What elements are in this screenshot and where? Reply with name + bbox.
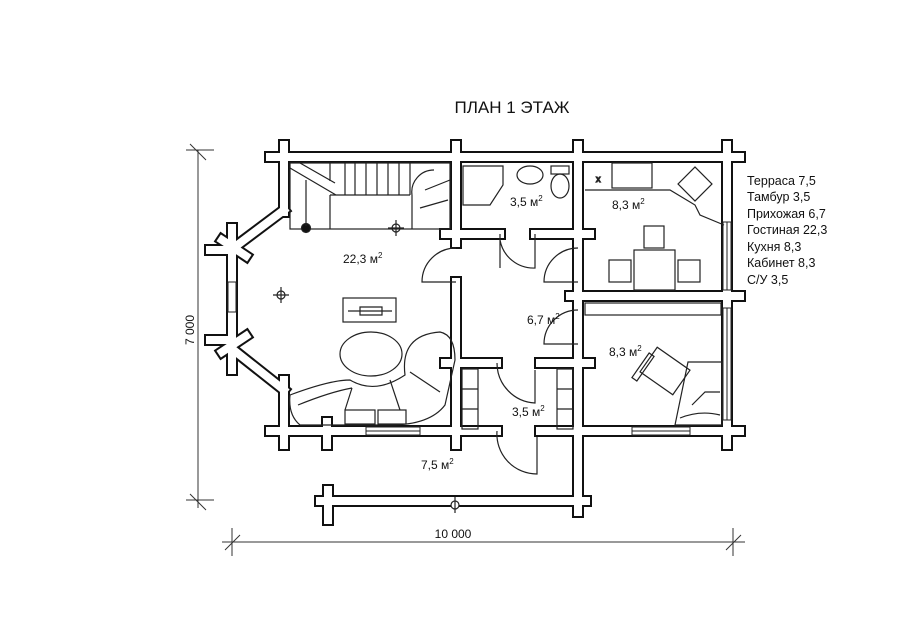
staircase — [289, 162, 451, 234]
room-area-living: 22,3 м2 — [343, 251, 383, 266]
legend-item: Кухня 8,3 — [747, 240, 801, 254]
dimension-horizontal — [222, 528, 745, 556]
kitchen-furniture: x — [584, 162, 725, 316]
room-area-hall: 6,7 м2 — [527, 312, 560, 327]
room-area-kitchen: 8,3 м2 — [612, 197, 645, 212]
room-area-office: 8,3 м2 — [609, 344, 642, 359]
wall-segment — [230, 204, 290, 252]
svg-text:x: x — [596, 174, 601, 184]
room-area-vestibule: 3,5 м2 — [512, 404, 545, 419]
legend-item: Тамбур 3,5 — [747, 190, 810, 204]
plan-title: ПЛАН 1 ЭТАЖ — [455, 98, 570, 117]
wall-segment — [230, 346, 290, 396]
room-area-terrace: 7,5 м2 — [421, 457, 454, 472]
legend-item: Кабинет 8,3 — [747, 256, 815, 270]
room-area-bathroom: 3,5 м2 — [510, 194, 543, 209]
living-room-furniture — [289, 297, 456, 426]
office-furniture — [631, 346, 723, 426]
area-legend: Терраса 7,5 Тамбур 3,5 Прихожая 6,7 Гост… — [747, 174, 827, 287]
legend-item: С/У 3,5 — [747, 273, 788, 287]
dimension-width-label: 10 000 — [435, 527, 472, 541]
doors — [421, 234, 579, 475]
bathroom-fixtures — [462, 165, 570, 206]
dimension-height-label: 7 000 — [183, 315, 197, 345]
room-labels: 22,3 м2 3,5 м2 8,3 м2 6,7 м2 8,3 м2 3,5 … — [343, 194, 645, 472]
legend-item: Прихожая 6,7 — [747, 207, 826, 221]
legend-item: Терраса 7,5 — [747, 174, 816, 188]
dimension-vertical — [186, 143, 214, 511]
windows — [227, 221, 732, 436]
ceiling-lamps — [273, 220, 460, 513]
vestibule-benches — [461, 368, 574, 430]
legend-item: Гостиная 22,3 — [747, 223, 827, 237]
